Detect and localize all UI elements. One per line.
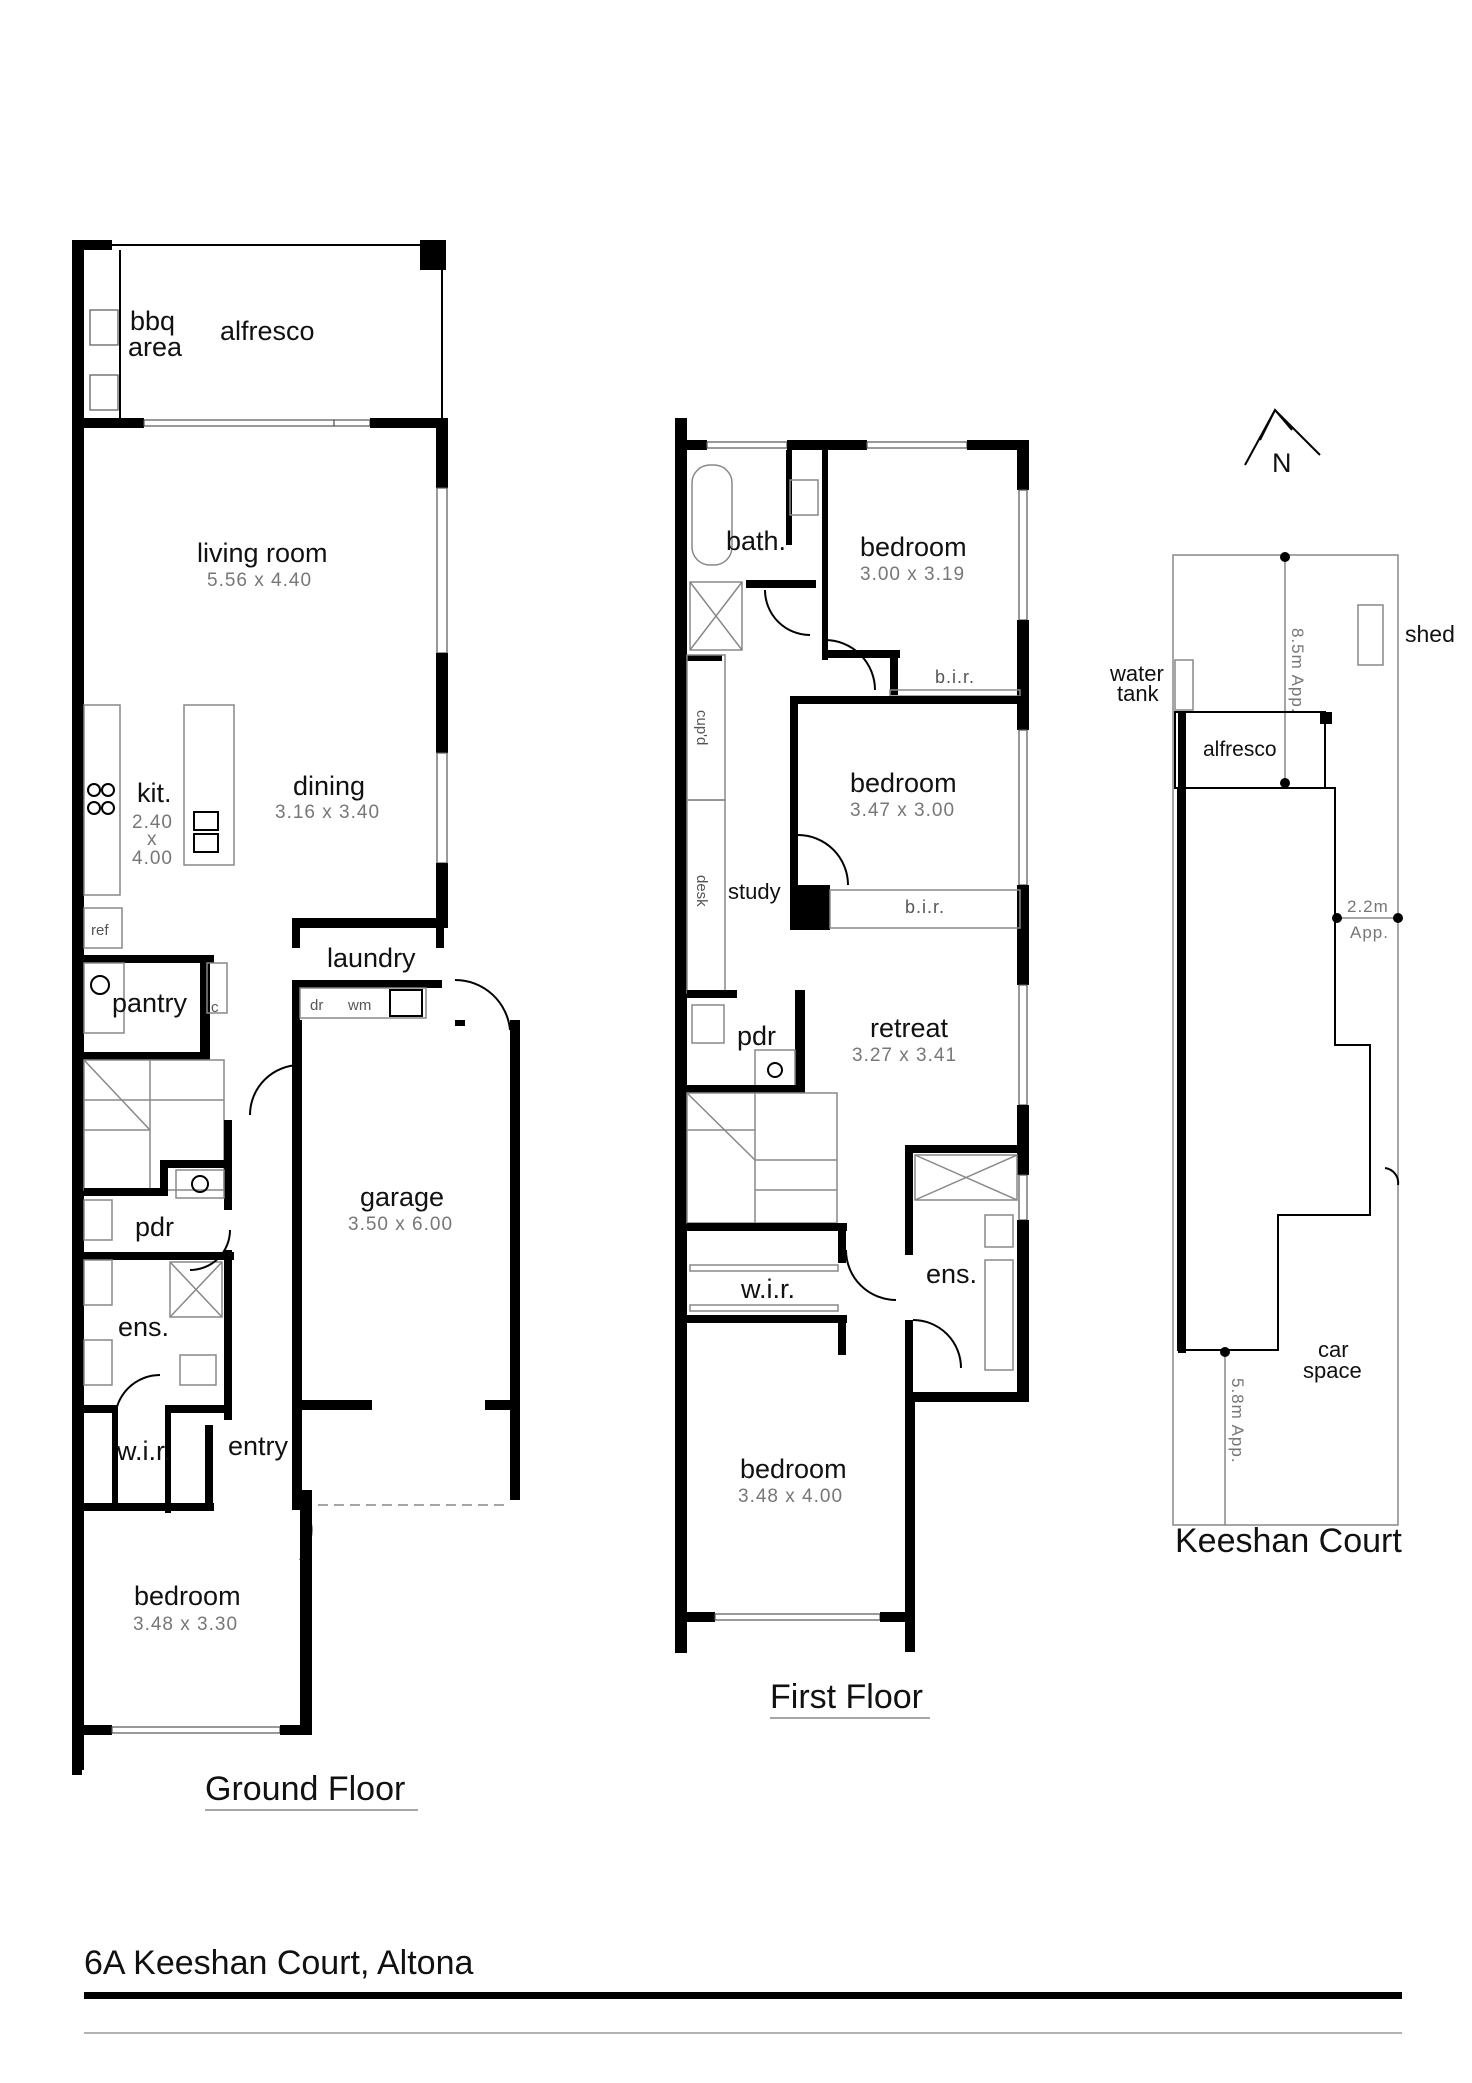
label-tank: tank: [1117, 681, 1160, 706]
footer-rule-thick: [84, 1992, 1402, 1999]
label-car: car: [1318, 1337, 1349, 1362]
label-area: area: [128, 332, 183, 362]
ground-floor: [72, 240, 520, 1775]
label-bir-2: b.i.r.: [905, 897, 945, 917]
label-bir-1: b.i.r.: [935, 667, 975, 687]
label-ens-ground: ens.: [118, 1312, 169, 1342]
label-c: c: [211, 999, 219, 1016]
label-pantry: pantry: [112, 988, 188, 1018]
dim-living-room: 5.56 x 4.40: [207, 570, 312, 591]
dim-dining: 3.16 x 3.40: [275, 802, 380, 823]
label-entry: entry: [228, 1431, 289, 1461]
label-wir-first: w.i.r.: [740, 1274, 795, 1304]
label-bedroom-ground: bedroom: [134, 1581, 241, 1611]
label-ens-first: ens.: [926, 1259, 977, 1289]
label-pdr-ground: pdr: [135, 1212, 174, 1242]
label-alfresco: alfresco: [220, 316, 315, 346]
label-kit: kit.: [137, 778, 172, 808]
dim-side-2: App.: [1350, 923, 1389, 942]
dim-kit-2: x: [147, 829, 158, 850]
dim-rear: 8.5m App.: [1288, 628, 1307, 714]
label-bedroom-2: bedroom: [850, 768, 957, 798]
label-street: Keeshan Court: [1175, 1522, 1402, 1560]
label-dining: dining: [293, 771, 365, 801]
label-wm: wm: [347, 997, 371, 1014]
title-ground-floor: Ground Floor: [205, 1770, 405, 1808]
label-study: study: [728, 879, 781, 904]
label-garage: garage: [360, 1182, 444, 1212]
label-cupd: cup'd: [693, 710, 710, 745]
first-floor: [675, 418, 1029, 1653]
labels: bbq area alfresco living room 5.56 x 4.4…: [84, 306, 1455, 1982]
label-bath: bath.: [726, 526, 786, 556]
address-title: 6A Keeshan Court, Altona: [84, 1944, 473, 1982]
dim-garage: 3.50 x 6.00: [348, 1214, 453, 1235]
label-pdr-first: pdr: [737, 1021, 776, 1051]
dim-retreat: 3.27 x 3.41: [852, 1045, 957, 1066]
label-site-alfresco: alfresco: [1203, 738, 1277, 761]
dim-bedroom-2: 3.47 x 3.00: [850, 800, 955, 821]
label-bedroom-3: bedroom: [740, 1454, 847, 1484]
label-bbq: bbq: [130, 306, 175, 336]
label-desk: desk: [693, 875, 710, 907]
title-first-floor: First Floor: [770, 1678, 923, 1716]
dim-bedroom-1: 3.00 x 3.19: [860, 564, 965, 585]
label-ref: ref: [91, 922, 109, 939]
dim-bedroom-3: 3.48 x 4.00: [738, 1486, 843, 1507]
label-bedroom-1: bedroom: [860, 532, 967, 562]
dim-front: 5.8m App.: [1228, 1378, 1247, 1464]
dim-bedroom-ground: 3.48 x 3.30: [133, 1614, 238, 1635]
label-wir-ground: w.i.r.: [116, 1436, 171, 1466]
label-water: water: [1109, 661, 1164, 686]
north-arrow-icon: [1244, 408, 1321, 466]
dim-side-1: 2.2m: [1347, 897, 1389, 916]
label-laundry: laundry: [327, 943, 416, 973]
label-living-room: living room: [197, 538, 328, 568]
site-plan: [1172, 408, 1403, 1526]
label-north: N: [1272, 448, 1292, 478]
label-shed: shed: [1405, 621, 1455, 647]
dim-kit-3: 4.00: [132, 848, 173, 869]
label-dr: dr: [310, 997, 323, 1014]
label-retreat: retreat: [870, 1013, 949, 1043]
label-space: space: [1303, 1358, 1362, 1383]
dim-kit-1: 2.40: [132, 812, 173, 833]
